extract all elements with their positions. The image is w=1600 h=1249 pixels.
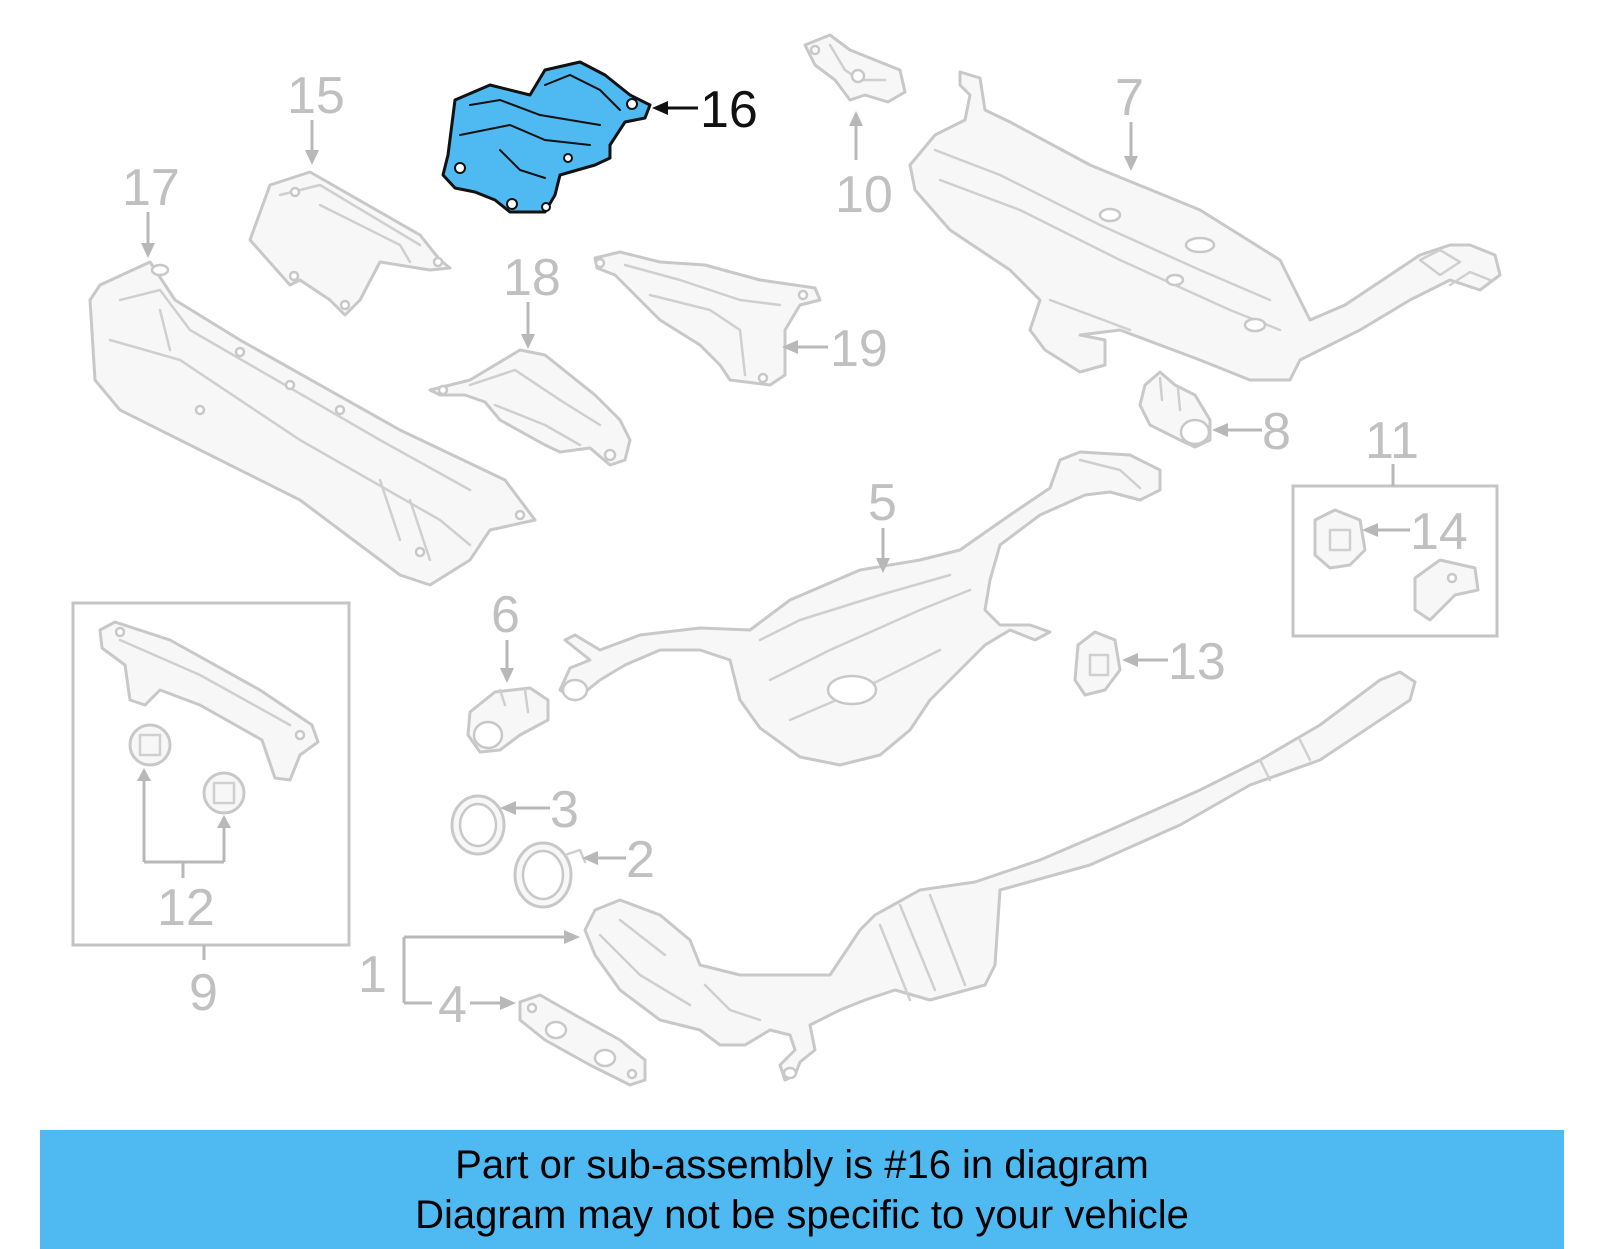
part-15-heat-shield[interactable] [248,170,452,317]
callout-5: 5 [868,474,897,573]
callout-3: 3 [500,781,579,839]
callout-9: 9 [189,945,218,1022]
svg-text:3: 3 [550,781,579,839]
part-2-clamp[interactable] [513,841,587,909]
svg-text:17: 17 [122,159,180,217]
part-10-bracket[interactable] [803,33,907,104]
part-5-center-muffler[interactable] [558,450,1162,767]
callout-11: 11 [1365,412,1419,486]
part-16-heat-shield-highlighted[interactable] [441,60,652,214]
svg-text:10: 10 [835,166,893,224]
callout-14: 14 [1362,503,1468,561]
svg-text:13: 13 [1168,633,1226,691]
svg-text:1: 1 [358,946,387,1004]
callout-12: 12 [137,768,231,937]
callout-16: 16 [652,81,758,139]
part-17-heat-shield[interactable] [88,260,537,587]
banner-line-1: Part or sub-assembly is #16 in diagram [455,1143,1149,1187]
callout-19: 19 [782,320,888,378]
svg-text:12: 12 [157,879,215,937]
callout-15: 15 [287,67,345,165]
part-19-heat-shield[interactable] [593,250,822,387]
svg-text:14: 14 [1410,503,1468,561]
part-18-heat-shield[interactable] [428,348,632,467]
callout-6: 6 [491,586,520,683]
svg-text:19: 19 [830,320,888,378]
svg-text:4: 4 [438,976,467,1034]
svg-text:2: 2 [626,831,655,889]
callout-8: 8 [1212,403,1291,461]
callout-10: 10 [835,111,893,224]
svg-text:5: 5 [868,474,897,532]
exhaust-parts-diagram: 17 15 16 [71,33,1502,1087]
callout-4: 4 [438,976,516,1034]
part-13-hanger[interactable] [1073,630,1122,697]
part-8-clamp[interactable] [1138,370,1212,449]
svg-text:9: 9 [189,964,218,1022]
part-7-rear-muffler[interactable] [908,70,1502,382]
part-4-gasket[interactable] [518,993,647,1087]
svg-text:8: 8 [1262,403,1291,461]
callout-1: 1 [358,930,580,1005]
part-6-clamp[interactable] [466,686,550,754]
part-1-catalytic-converter[interactable] [583,670,1417,1082]
svg-text:11: 11 [1365,412,1419,470]
banner-line-2: Diagram may not be specific to your vehi… [415,1193,1189,1237]
callout-18: 18 [503,249,561,349]
svg-text:18: 18 [503,249,561,307]
info-banner: Part or sub-assembly is #16 in diagram D… [40,1130,1564,1249]
part-3-gasket[interactable] [450,794,506,856]
callout-17: 17 [122,159,180,258]
callout-13: 13 [1122,633,1226,691]
part-11-hanger-kit-box[interactable] [1291,484,1499,638]
part-9-bracket-kit-box[interactable] [71,601,351,947]
svg-text:7: 7 [1115,69,1144,127]
callout-2: 2 [582,831,655,889]
callout-7: 7 [1115,69,1144,171]
svg-text:16: 16 [700,81,758,139]
svg-text:15: 15 [287,67,345,125]
svg-text:6: 6 [491,586,520,644]
